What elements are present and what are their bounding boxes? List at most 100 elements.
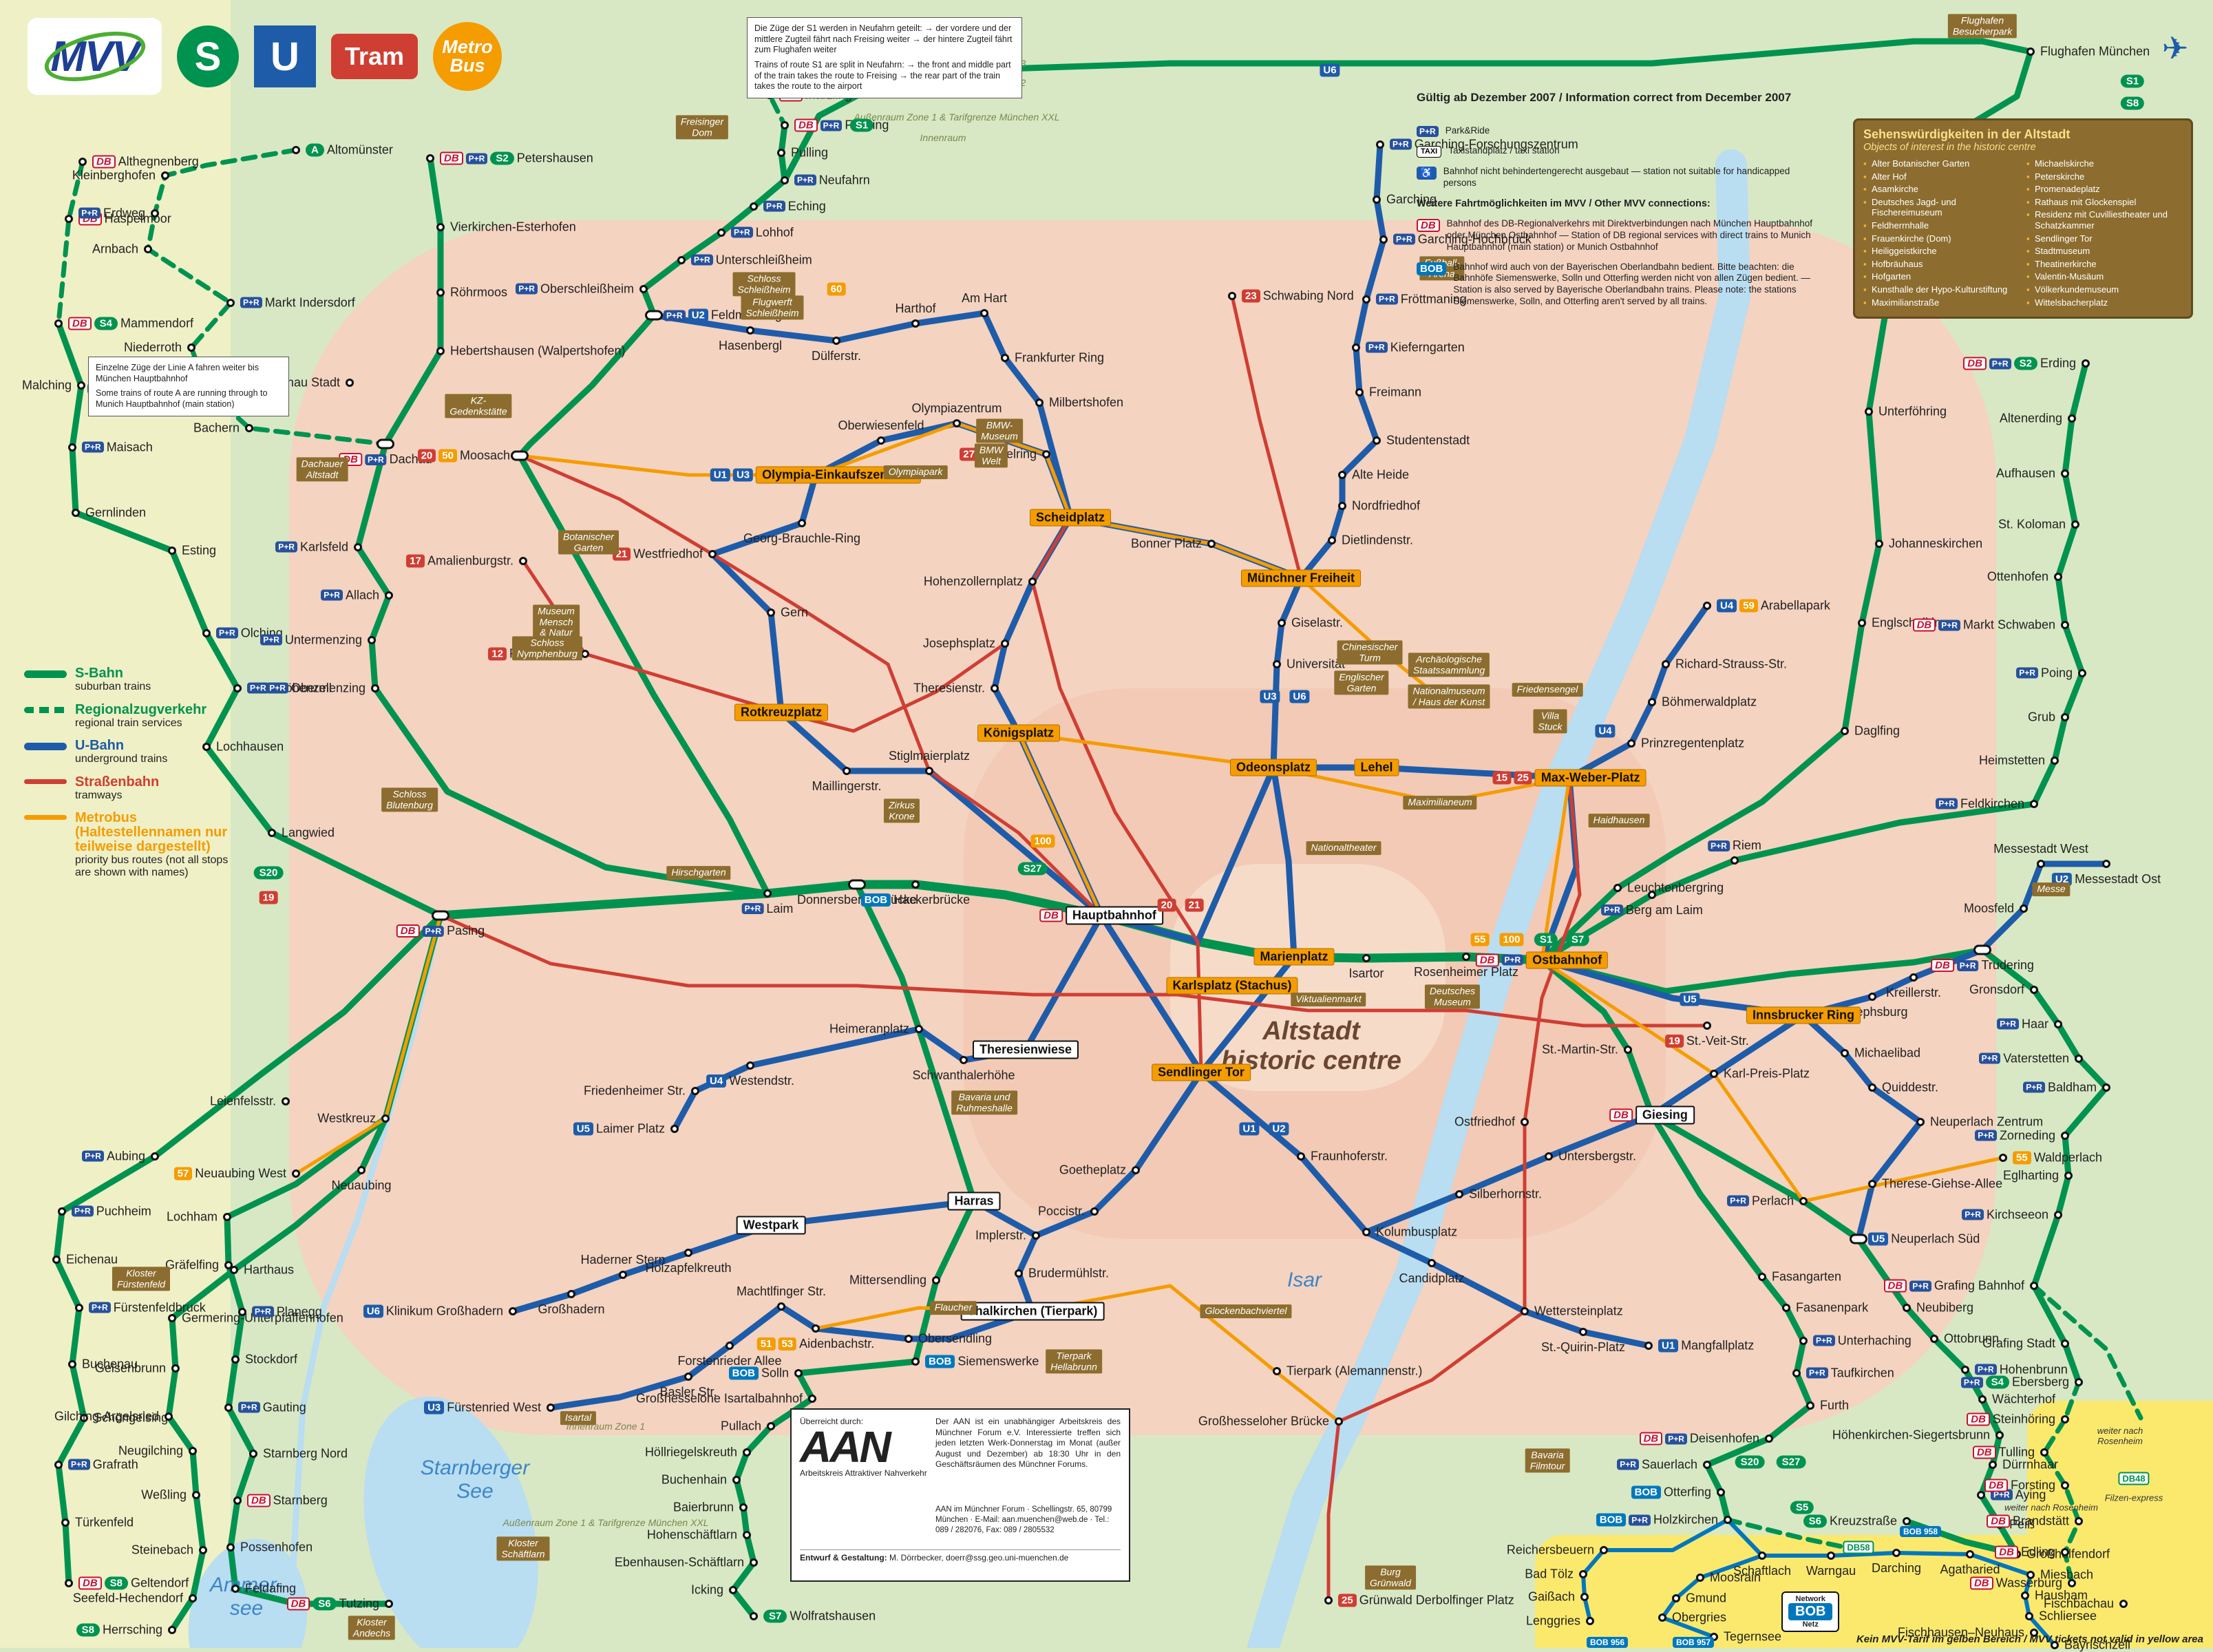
station-marker (377, 438, 394, 449)
transit-line-bob (1581, 1518, 1730, 1623)
sight-item: Maximilianstraße (1863, 297, 2020, 308)
station-label: Glockenbachviertel (1200, 1304, 1292, 1318)
station-label: Puchheim (96, 1204, 151, 1218)
station-label: Höhenkirchen-Siegertsbrunn (1832, 1428, 1990, 1442)
station-marker (75, 1304, 83, 1312)
line-badge-p+r: P+R (260, 634, 282, 646)
station-label: Schloss Blutenburg (381, 787, 438, 812)
station-label: Altenerding (1999, 411, 2062, 425)
station-marker (189, 1594, 197, 1602)
line-badge-s6: S6 (313, 1597, 337, 1611)
station-label: Fasanenpark (1796, 1300, 1869, 1315)
station-label: Tutzing (339, 1596, 379, 1611)
station-marker (226, 299, 235, 307)
mvv-logo-text: MVV (50, 32, 140, 81)
line-badge-p+r: P+R (1936, 798, 1958, 809)
station-label: Otterfing (1663, 1485, 1711, 1499)
line-badge--: ♿ (1417, 167, 1437, 180)
station-marker (1428, 1259, 1436, 1267)
station-marker (848, 879, 866, 890)
station-marker (877, 436, 885, 445)
line-badge-db: DB (1883, 1279, 1907, 1293)
station-marker (2026, 1571, 2035, 1579)
station-marker (52, 1256, 61, 1264)
station-marker (511, 450, 529, 461)
line-badge-p+r: P+R (1417, 126, 1439, 137)
station-marker (794, 1369, 803, 1377)
station-label: Theresienwiese (972, 1040, 1079, 1059)
station-marker (739, 1503, 748, 1512)
station-marker (1455, 1190, 1463, 1198)
line-badge-s7: S7 (763, 1609, 787, 1623)
station-marker (2054, 1020, 2062, 1028)
station-marker (151, 1152, 159, 1161)
line-badge-p+r: P+R (275, 541, 297, 553)
line-badge-p+r: P+R (247, 682, 269, 694)
station-marker (1865, 407, 1873, 416)
legend-label-en: suburban trains (75, 681, 151, 692)
station-label: Türkenfeld (75, 1515, 134, 1529)
station-label: Viktualienmarkt (1291, 993, 1366, 1006)
station-label: Aufhausen (1995, 466, 2055, 480)
station-label: Nordfriedhof (1352, 498, 1421, 513)
line-badge-p+r: P+R (68, 1459, 90, 1470)
station-marker (991, 684, 999, 692)
station-label: Peiß (2009, 1517, 2035, 1532)
station-label: Kloster Schäftlarn (496, 1536, 550, 1561)
station-marker (1717, 1488, 1725, 1496)
station-marker (371, 684, 379, 692)
station-marker (1015, 1269, 1023, 1278)
station-marker (1644, 1342, 1653, 1350)
station-marker (2075, 1378, 2083, 1386)
line-badge-50: 50 (438, 449, 457, 463)
station-marker (346, 379, 354, 387)
station-marker (717, 229, 726, 237)
station-label: Langwied (282, 825, 335, 840)
bob-network-top: Network (1795, 1595, 1825, 1603)
station-label: Furth (1820, 1398, 1850, 1412)
station-marker (1892, 1549, 1900, 1557)
station-marker (151, 209, 159, 218)
legend-label-de: Metrobus (Haltestellennamen nur teilweis… (75, 810, 228, 855)
station-marker (1782, 1304, 1790, 1312)
station-marker (1132, 1166, 1140, 1174)
sight-item: Kunsthalle der Hypo-Kulturstiftung (1863, 284, 2020, 295)
station-marker (168, 1314, 176, 1322)
line-badge-19: 19 (259, 891, 278, 904)
station-label: Laim (766, 902, 794, 915)
station-marker (1989, 1461, 1997, 1469)
station-label: Bavaria Filmtour (1525, 1448, 1570, 1473)
station-marker (1462, 953, 1470, 961)
station-marker (2021, 1591, 2029, 1600)
station-marker (2068, 414, 2076, 423)
station-marker (426, 154, 434, 162)
station-label: Erdweg (103, 206, 145, 220)
station-marker (767, 608, 775, 617)
station-label: Machtlfinger Str. (736, 1284, 827, 1299)
station-label: Garching-Forschungszentrum (1414, 137, 1578, 151)
station-marker (202, 629, 211, 637)
station-marker (1001, 354, 1009, 362)
station-marker (2061, 1339, 2069, 1348)
line-badge-57: 57 (173, 1167, 193, 1180)
station-marker (708, 550, 717, 558)
station-label: Fürstenried West (447, 1400, 541, 1415)
station-label: Chinesischer Turm (1337, 640, 1403, 665)
station-label: Geltendorf (131, 1576, 189, 1590)
station-label: Obermenzing (290, 681, 366, 695)
station-label: Fraunhoferstr. (1311, 1149, 1388, 1163)
line-badge-db: DB (1417, 218, 1440, 232)
station-label: Friedenheimer Str. (583, 1083, 686, 1098)
station-label: Hackerbrücke (893, 893, 971, 907)
station-label: Fischhausen–Neuhaus (1897, 1625, 2024, 1640)
station-label: Schwabing Nord (1262, 288, 1354, 303)
station-marker (1973, 944, 1991, 955)
station-label: Maisach (106, 440, 153, 454)
station-label: Olympiapark (883, 465, 948, 479)
station-marker (2037, 860, 2045, 868)
station-label: Hausham (2035, 1588, 2088, 1602)
station-label: Lochham (166, 1209, 218, 1224)
line-badge-p+r: P+R (1813, 1335, 1835, 1346)
line-badge-db: DB (794, 118, 818, 132)
